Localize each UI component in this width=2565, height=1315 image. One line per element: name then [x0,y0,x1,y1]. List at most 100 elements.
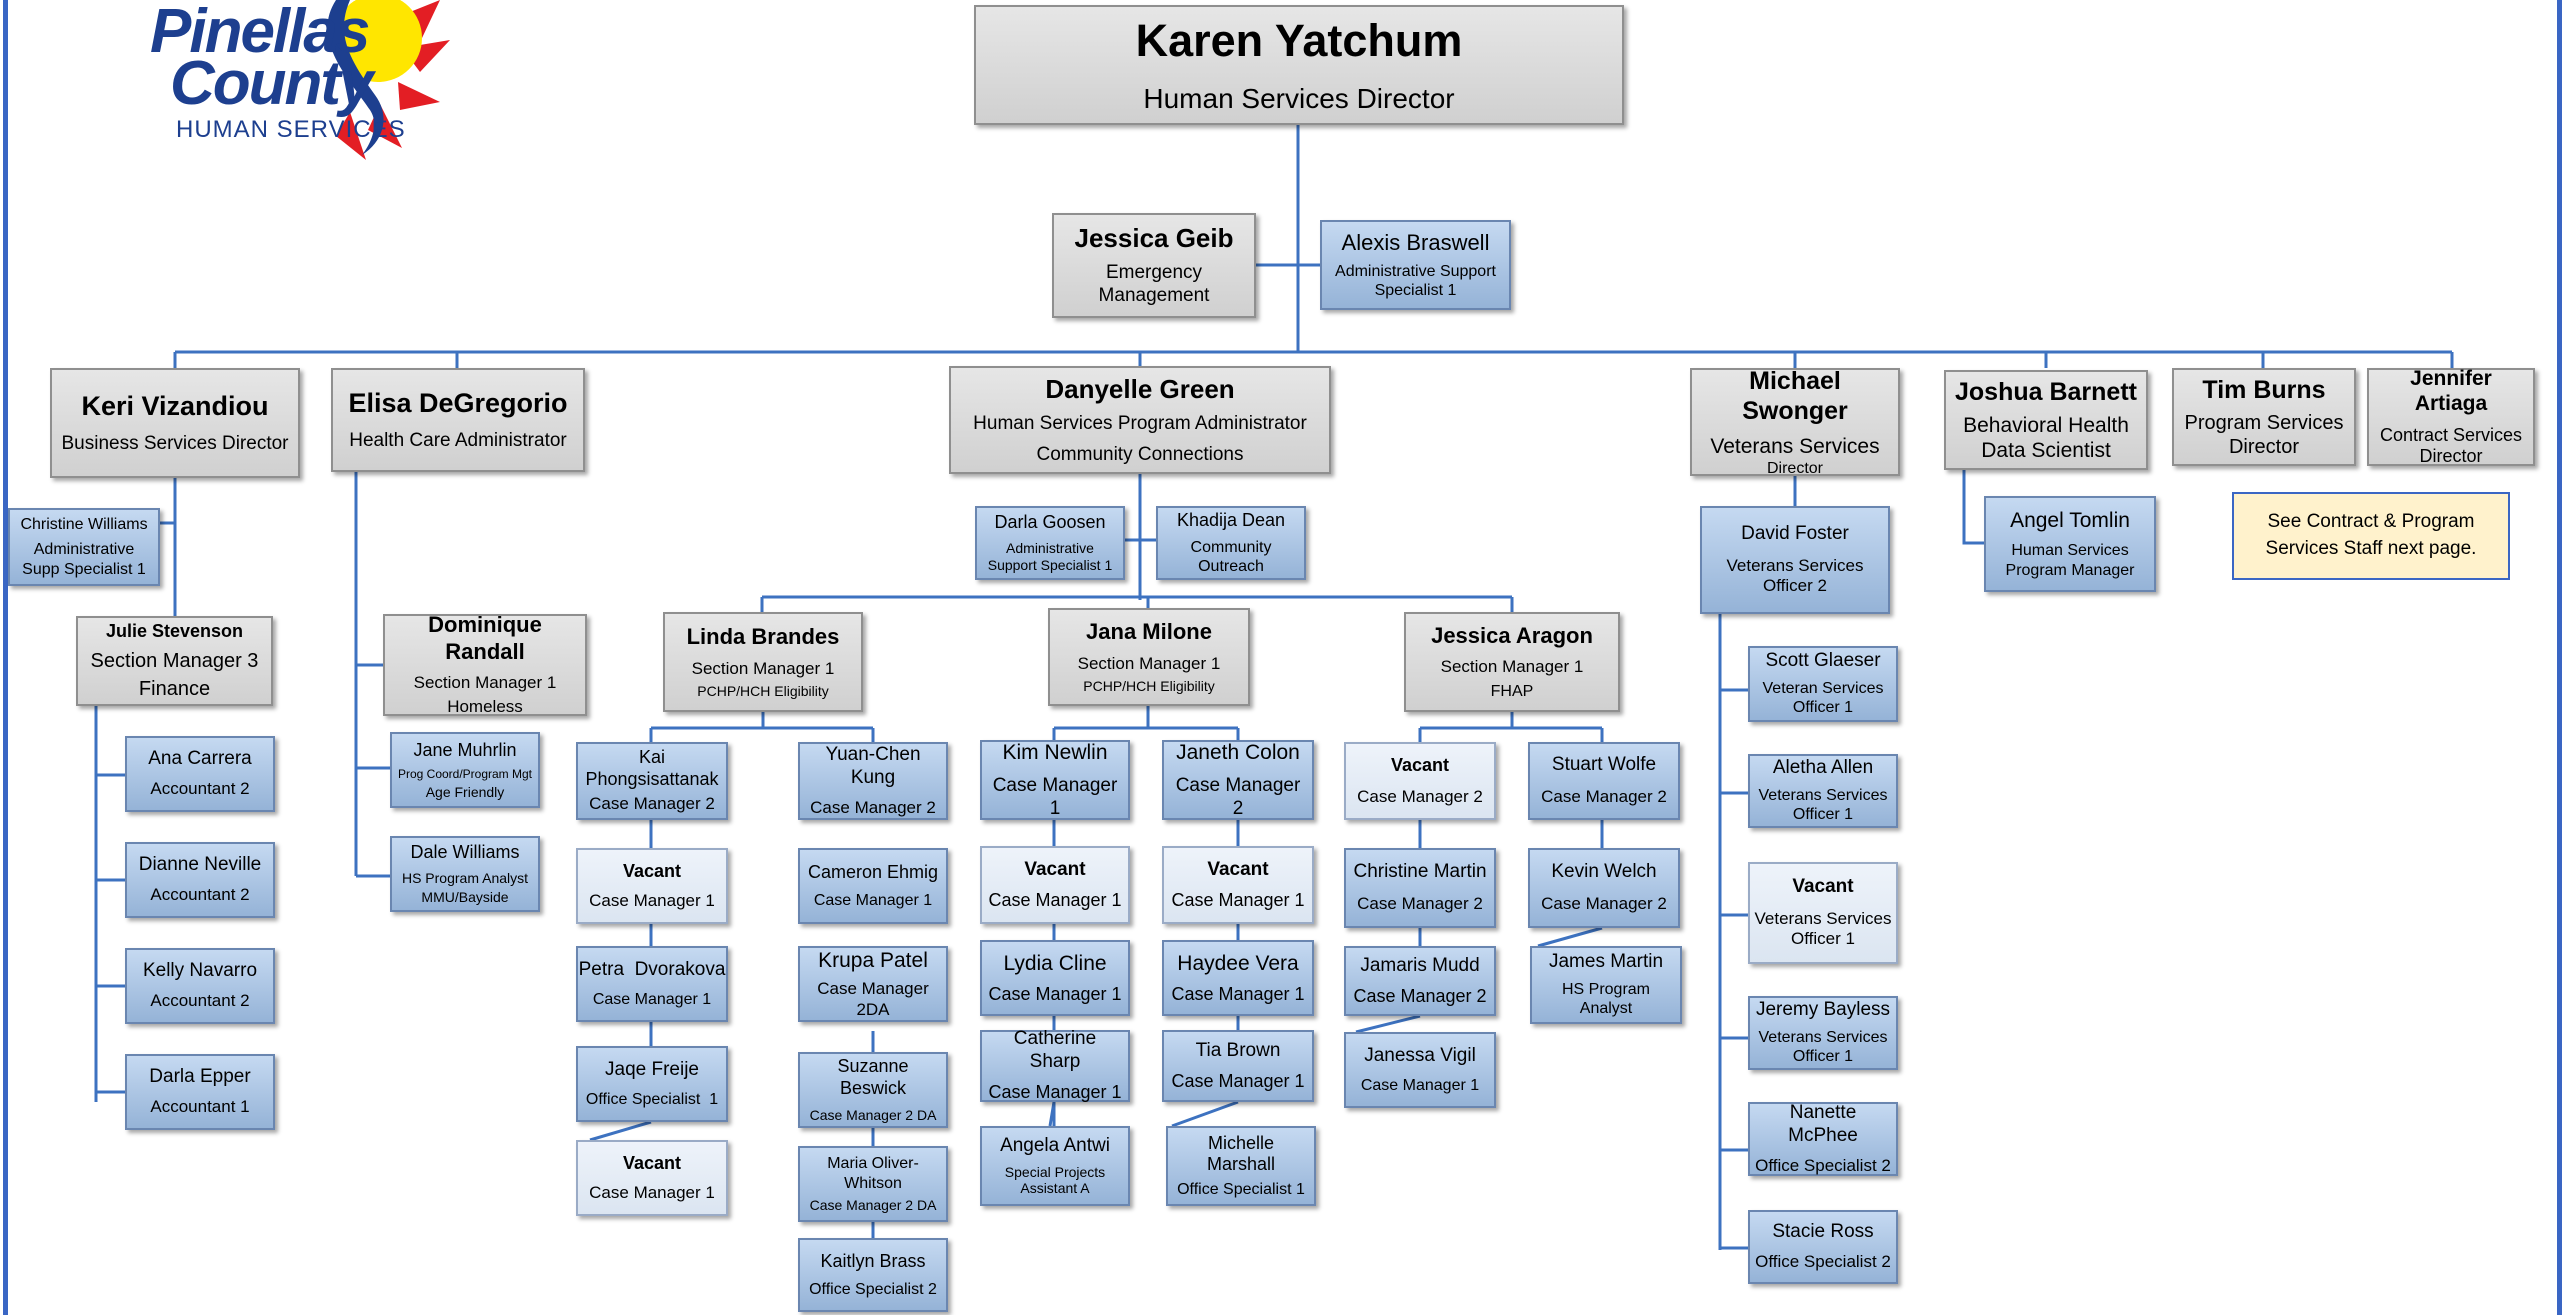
node-lydia-cline[interactable]: Lydia Cline Case Manager 1 [980,940,1130,1016]
node-title: Case Manager 1 [589,1182,715,1202]
node-jamaris-mudd[interactable]: Jamaris Mudd Case Manager 2 [1344,946,1496,1016]
node-title: Special Projects [1004,1163,1106,1180]
node-vacant-cm1-b[interactable]: Vacant Case Manager 1 [576,1140,728,1216]
node-yuan-chen-kung[interactable]: Yuan-Chen Kung Case Manager 2 [798,742,948,820]
node-ana-carrera[interactable]: Ana Carrera Accountant 2 [125,736,275,812]
node-name: Krupa Patel [818,949,928,973]
node-danyelle-green[interactable]: Danyelle Green Human Services Program Ad… [949,366,1331,474]
node-name: Danyelle Green [1045,373,1235,404]
node-vacant-vso1[interactable]: Vacant Veterans Services Officer 1 [1748,862,1898,964]
node-kevin-welch[interactable]: Kevin Welch Case Manager 2 [1528,848,1680,928]
node-dominique-randall[interactable]: Dominique Randall Section Manager 1 Home… [383,612,587,716]
node-jaqe-freije[interactable]: Jaqe Freije Office Specialist 1 [576,1046,728,1122]
node-haydee-vera[interactable]: Haydee Vera Case Manager 1 [1162,940,1314,1016]
node-name: Tim Burns [2202,376,2326,404]
node-maria-oliver-whitson[interactable]: Maria Oliver- Whitson Case Manager 2 DA [798,1146,948,1222]
node-christine-martin[interactable]: Christine Martin Case Manager 2 [1344,848,1496,928]
node-title: Human Services Director [1143,83,1455,115]
node-vacant-cm1-c[interactable]: Vacant Case Manager 1 [980,846,1130,924]
node-name: Yuan-Chen Kung [825,744,921,788]
node-khadija-dean[interactable]: Khadija Dean Community Outreach [1156,506,1306,580]
node-dale-williams[interactable]: Dale Williams HS Program Analyst MMU/Bay… [390,836,540,912]
node-name: Dominique Randall [428,612,542,664]
node-name: Maria Oliver- [827,1155,919,1173]
node-jeremy-bayless[interactable]: Jeremy Bayless Veterans Services Officer… [1748,996,1898,1070]
node-title: Management [1098,285,1210,307]
node-title: Support Specialist 1 [987,556,1113,573]
node-janeth-colon[interactable]: Janeth Colon Case Manager 2 [1162,740,1314,820]
node-title: Outreach [1198,557,1264,575]
node-jessica-geib[interactable]: Jessica Geib Emergency Management [1052,213,1256,318]
node-title: Assistant A [1020,1180,1090,1197]
node-title: Behavioral Health [1963,413,2129,437]
node-alexis-braswell[interactable]: Alexis Braswell Administrative Support S… [1320,220,1511,310]
node-joshua-barnett[interactable]: Joshua Barnett Behavioral Health Data Sc… [1944,370,2148,470]
node-name: Stacie Ross [1772,1221,1874,1243]
node-title: Age Friendly [425,783,505,800]
node-vacant-cm2[interactable]: Vacant Case Manager 2 [1344,742,1496,820]
node-kai-phongsisattanak[interactable]: Kai Phongsisattanak Case Manager 2 [576,742,728,820]
node-title: Case Manager 2 [1357,894,1483,914]
logo-line1: Pinellas [150,0,370,66]
node-michelle-marshall[interactable]: Michelle Marshall Office Specialist 1 [1166,1126,1316,1206]
node-name: James Martin [1548,951,1664,973]
node-petra-dvorakova[interactable]: Petra Dvorakova Case Manager 1 [576,946,728,1022]
node-darla-epper[interactable]: Darla Epper Accountant 1 [125,1054,275,1130]
node-name: Stuart Wolfe [1551,754,1657,776]
node-name: Kelly Navarro [142,960,258,982]
node-title: Director [2228,436,2299,458]
node-name: Haydee Vera [1177,951,1299,975]
node-title: Community [1190,538,1272,556]
node-scott-glaeser[interactable]: Scott Glaeser Veteran Services Officer 1 [1748,646,1898,722]
node-krupa-patel[interactable]: Krupa Patel Case Manager 2DA [798,946,948,1022]
node-title: Case Manager 2 [1175,774,1301,819]
node-vacant-cm1-a[interactable]: Vacant Case Manager 1 [576,848,728,924]
node-cameron-ehmig[interactable]: Cameron Ehmig Case Manager 1 [798,848,948,924]
node-janessa-vigil[interactable]: Janessa Vigil Case Manager 1 [1344,1032,1496,1108]
node-stacie-ross[interactable]: Stacie Ross Office Specialist 2 [1748,1210,1898,1284]
node-christine-williams[interactable]: Christine Williams Administrative Supp S… [8,508,160,586]
node-jane-muhrlin[interactable]: Jane Muhrlin Prog Coord/Program Mgt Age … [390,732,540,808]
node-kim-newlin[interactable]: Kim Newlin Case Manager 1 [980,740,1130,820]
node-title: Case Manager 2 [1357,786,1483,806]
node-name: Vacant [622,861,682,881]
node-jennifer-artiaga[interactable]: Jennifer Artiaga Contract Services Direc… [2367,367,2535,466]
node-nanette-mcphee[interactable]: Nanette McPhee Office Specialist 2 [1748,1102,1898,1176]
node-james-martin[interactable]: James Martin HS Program Analyst [1530,946,1682,1024]
node-title: Case Manager 2 [1541,894,1667,914]
node-elisa-degregorio[interactable]: Elisa DeGregorio Health Care Administrat… [331,368,585,472]
node-jana-milone[interactable]: Jana Milone Section Manager 1 PCHP/HCH E… [1048,608,1250,706]
node-suzanne-beswick[interactable]: Suzanne Beswick Case Manager 2 DA [798,1052,948,1128]
node-julie-stevenson[interactable]: Julie Stevenson Section Manager 3 Financ… [76,616,273,706]
node-david-foster[interactable]: David Foster Veterans Services Officer 2 [1700,506,1890,614]
node-angel-tomlin[interactable]: Angel Tomlin Human Services Program Mana… [1984,496,2156,592]
node-keri-vizandiou[interactable]: Keri Vizandiou Business Services Directo… [50,368,300,478]
node-title: Case Manager 2 [1541,787,1667,807]
node-name: Janessa Vigil [1364,1045,1476,1066]
node-title: Case Manager 1 [1171,1070,1305,1091]
node-name: Julie Stevenson [105,621,244,642]
node-name: Christine Williams [20,516,148,534]
node-kaitlyn-brass[interactable]: Kaitlyn Brass Office Specialist 2 [798,1238,948,1312]
node-aletha-allen[interactable]: Aletha Allen Veterans Services Officer 1 [1748,754,1898,828]
node-name: Keri Vizandiou [81,391,269,422]
node-stuart-wolfe[interactable]: Stuart Wolfe Case Manager 2 [1528,742,1680,820]
node-dianne-neville[interactable]: Dianne Neville Accountant 2 [125,842,275,918]
node-tia-brown[interactable]: Tia Brown Case Manager 1 [1162,1030,1314,1102]
node-linda-brandes[interactable]: Linda Brandes Section Manager 1 PCHP/HCH… [663,612,863,712]
node-director[interactable]: Karen Yatchum Human Services Director [974,5,1624,125]
sun-icon [327,0,450,160]
node-jessica-aragon[interactable]: Jessica Aragon Section Manager 1 FHAP [1404,612,1620,712]
node-title: FHAP [1490,682,1534,700]
node-vacant-cm1-d[interactable]: Vacant Case Manager 1 [1162,846,1314,924]
node-title: Case Manager 1 [988,983,1122,1004]
node-name: Vacant [1390,755,1450,775]
node-title: Case Manager 1 [988,1082,1122,1102]
node-catherine-sharp[interactable]: Catherine Sharp Case Manager 1 [980,1028,1130,1102]
node-kelly-navarro[interactable]: Kelly Navarro Accountant 2 [125,948,275,1024]
node-michael-swonger[interactable]: Michael Swonger Veterans Services Direct… [1690,367,1900,477]
node-darla-goosen[interactable]: Darla Goosen Administrative Support Spec… [975,506,1125,580]
node-angela-antwi[interactable]: Angela Antwi Special Projects Assistant … [980,1126,1130,1206]
node-tim-burns[interactable]: Tim Burns Program Services Director [2172,368,2356,466]
node-name: Karen Yatchum [1135,15,1463,67]
